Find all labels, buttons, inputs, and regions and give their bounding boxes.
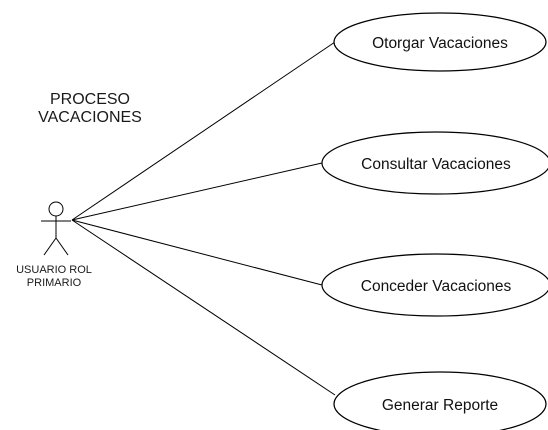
- use-case-conceder-vacaciones[interactable]: Conceder Vacaciones: [321, 253, 548, 317]
- actor-label-line-2: PRIMARIO: [27, 277, 82, 289]
- actor-head: [48, 201, 64, 217]
- association-otorgar: [71, 41, 336, 221]
- use-case-label: Generar Reporte: [382, 397, 498, 414]
- use-case-generar-reporte[interactable]: Generar Reporte: [333, 371, 547, 430]
- association-generar: [71, 219, 336, 396]
- use-case-ellipse[interactable]: [333, 371, 547, 430]
- use-case-ellipse[interactable]: [333, 12, 547, 72]
- actor-right-leg: [55, 237, 69, 256]
- diagram-title-line-1: PROCESO: [50, 91, 130, 108]
- use-case-label: Consultar Vacaciones: [361, 156, 511, 173]
- use-case-otorgar-vacaciones[interactable]: Otorgar Vacaciones: [333, 12, 547, 72]
- associations: [71, 41, 336, 396]
- actor-label-line-1: USUARIO ROL: [16, 264, 92, 276]
- use-case-ellipse[interactable]: [321, 131, 548, 195]
- use-case-ellipse[interactable]: [321, 253, 548, 317]
- use-case-label: Conceder Vacaciones: [361, 278, 512, 295]
- use-case-consultar-vacaciones[interactable]: Consultar Vacaciones: [321, 131, 548, 195]
- association-conceder: [71, 219, 323, 286]
- use-case-label: Otorgar Vacaciones: [372, 35, 508, 52]
- actor-stick-figure: [41, 201, 71, 256]
- diagram-title-line-2: VACACIONES: [38, 109, 142, 126]
- association-consultar: [71, 162, 323, 221]
- actor-left-leg: [43, 237, 57, 256]
